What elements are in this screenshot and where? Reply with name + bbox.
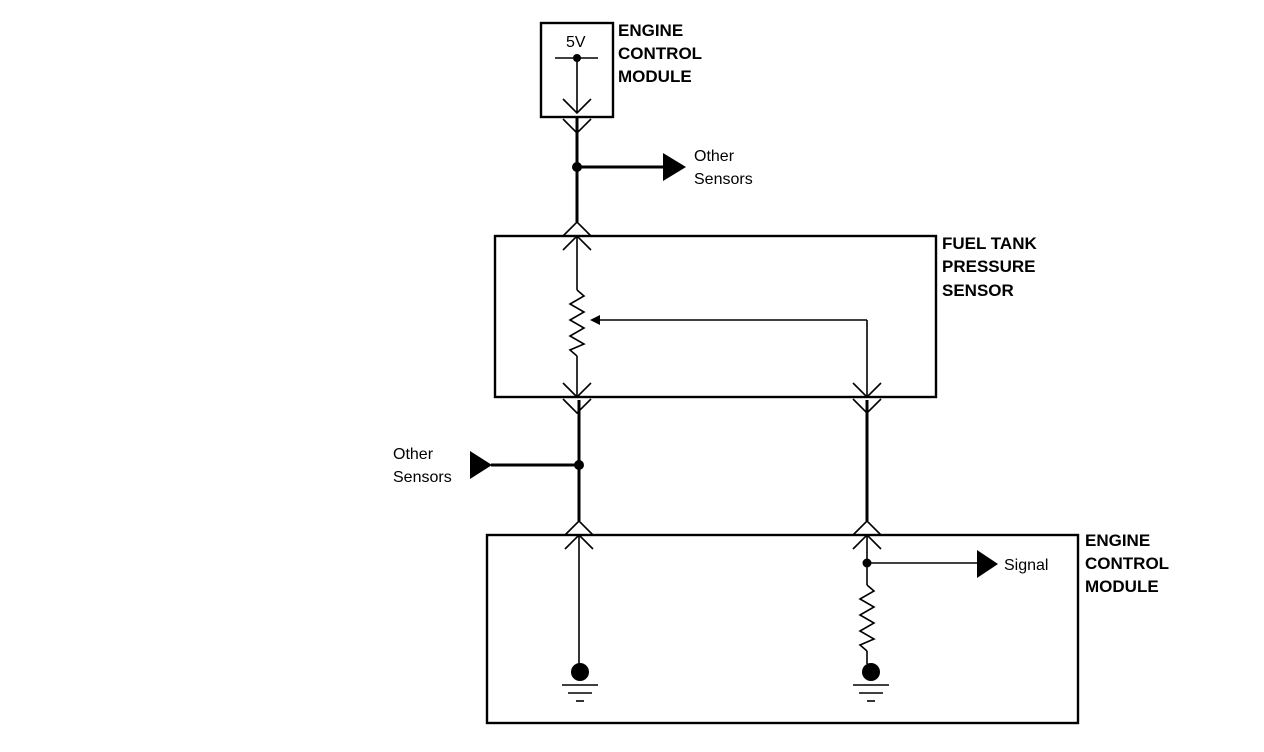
ecm-bottom-label-line1: ENGINE <box>1085 531 1150 550</box>
connector-pin-icon <box>562 98 592 115</box>
sensor-box <box>493 234 938 399</box>
signal-label: Signal <box>1004 557 1048 574</box>
ecm-top-label-line2: CONTROL <box>618 44 702 63</box>
connector-pin-icon <box>562 382 592 399</box>
ecm-top-label-line1: ENGINE <box>618 21 683 40</box>
wiper-arrow-icon <box>590 315 600 325</box>
connector-icon <box>562 398 592 415</box>
ecm-top-module: 5V ENGINE CONTROL MODULE <box>539 21 702 119</box>
arrow-right-icon <box>663 153 686 181</box>
pull-down-resistor-icon <box>858 584 876 652</box>
ecm-bottom-label-line3: MODULE <box>1085 577 1159 596</box>
ground-terminal-dot <box>862 663 880 681</box>
other-sensors-top-line1: Other <box>694 148 735 165</box>
connector-icon <box>564 519 594 536</box>
arrow-right-icon <box>977 550 998 578</box>
arrow-right-icon <box>470 451 492 479</box>
other-sensors-left-line1: Other <box>393 446 434 463</box>
connector-pin-icon <box>852 382 882 399</box>
ecm-bottom-module: Signal ENGINE CONTROL MODULE <box>485 531 1169 725</box>
sensor-label-line3: SENSOR <box>942 281 1014 300</box>
sensor-label-line2: PRESSURE <box>942 257 1036 276</box>
voltage-label: 5V <box>566 34 586 51</box>
other-sensors-left-line2: Sensors <box>393 469 452 486</box>
fuel-tank-pressure-sensor: FUEL TANK PRESSURE SENSOR <box>493 234 1037 399</box>
ecm-bottom-box <box>485 533 1080 725</box>
ecm-bottom-label-line2: CONTROL <box>1085 554 1169 573</box>
sensor-label-line1: FUEL TANK <box>942 234 1037 253</box>
ground-symbol-icon <box>853 684 889 702</box>
ground-symbol-icon <box>562 684 598 702</box>
connector-icon <box>562 220 592 237</box>
ecm-top-label-line3: MODULE <box>618 67 692 86</box>
ground-terminal-dot <box>571 663 589 681</box>
potentiometer-resistor-icon <box>568 289 586 357</box>
other-sensors-top-line2: Sensors <box>694 171 753 188</box>
connector-icon <box>852 519 882 536</box>
